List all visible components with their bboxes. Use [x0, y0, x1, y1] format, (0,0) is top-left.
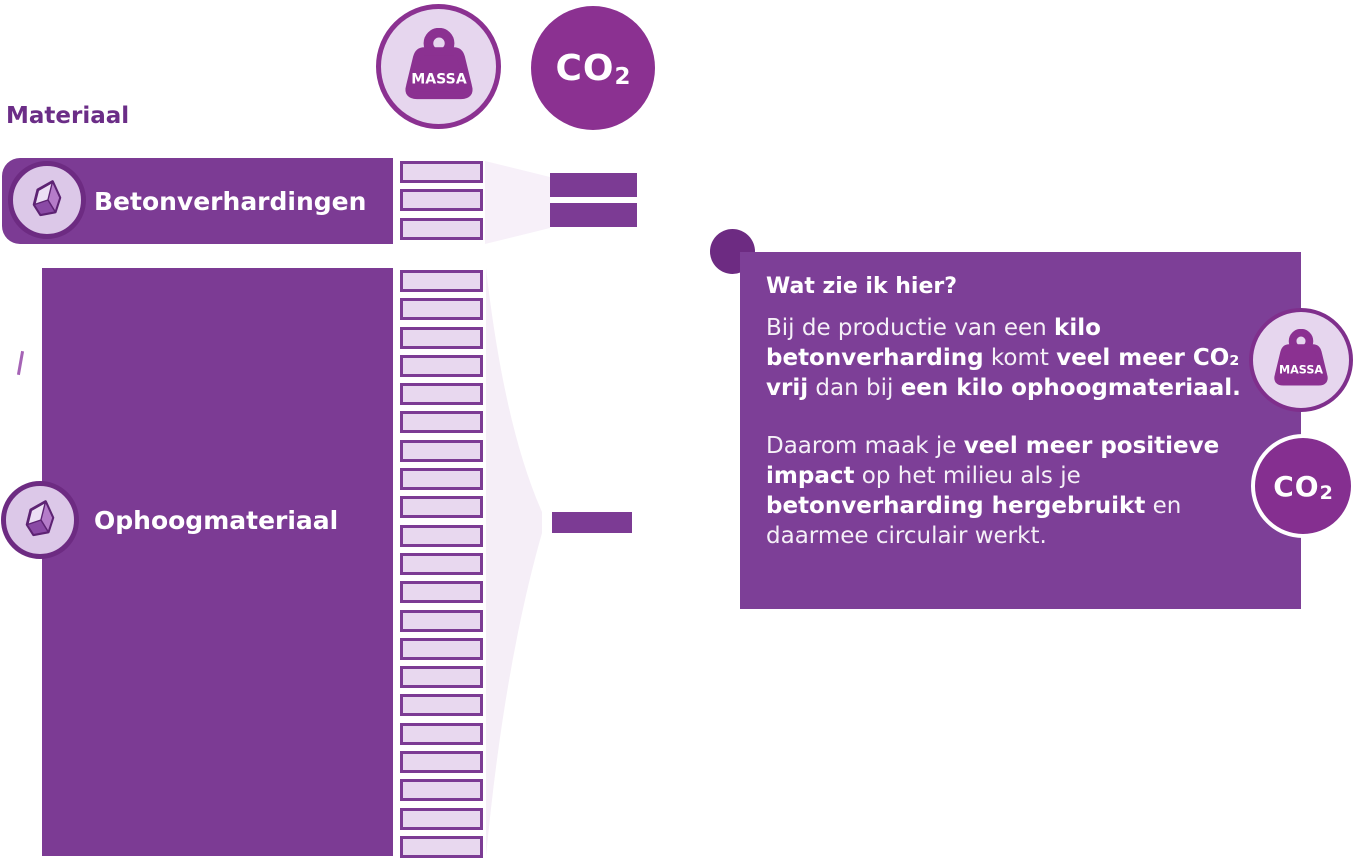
mass-unit-bar	[400, 807, 483, 830]
mass-unit-bar	[400, 751, 483, 774]
page-title: Materiaal	[6, 103, 130, 129]
mass-unit-bar	[400, 217, 483, 240]
mass-unit-bar	[400, 468, 483, 491]
funnel-betonverhardingen	[485, 161, 550, 244]
mass-units-betonverhardingen	[400, 161, 483, 240]
infobox-paragraph-2: Daarom maak je veel meer positieve impac…	[766, 433, 1220, 549]
co2-icon-subscript: 2	[1319, 482, 1333, 504]
ophoogmateriaal-label: Ophoogmateriaal	[94, 505, 339, 535]
rock-icon	[25, 500, 55, 537]
mass-unit-bar	[400, 383, 483, 406]
weight-icon: MASSA	[1274, 329, 1328, 386]
massa-icon-label: MASSA	[1279, 363, 1323, 376]
co2-unit-bar	[550, 203, 637, 227]
mass-unit-bar	[400, 722, 483, 745]
mass-unit-bar	[400, 326, 483, 349]
mass-unit-bar	[400, 609, 483, 632]
infobox-title: Wat zie ik hier?	[766, 274, 957, 299]
mass-unit-bar	[400, 439, 483, 462]
mass-unit-bar	[400, 637, 483, 660]
mass-unit-bar	[400, 270, 483, 292]
infobox: Wat zie ik hier? Bij de productie van ee…	[740, 252, 1301, 609]
mass-unit-bar	[400, 524, 483, 547]
betonverhardingen-label: Betonverhardingen	[94, 186, 367, 216]
mass-unit-bar	[400, 496, 483, 519]
co2-unit-bar	[552, 512, 632, 533]
co2-units-ophoogmateriaal	[552, 512, 632, 533]
weight-icon: MASSA	[404, 27, 473, 99]
mass-units-ophoogmateriaal	[400, 270, 483, 858]
mass-unit-bar	[400, 298, 483, 321]
mass-unit-bar	[400, 835, 483, 858]
co2-icon-subscript: 2	[614, 64, 631, 90]
mass-unit-bar	[400, 189, 483, 212]
mass-unit-bar	[400, 666, 483, 689]
funnel-ophoogmateriaal	[486, 268, 542, 857]
massa-icon-label: MASSA	[411, 71, 467, 87]
mass-unit-bar	[400, 161, 483, 183]
mass-unit-bar	[400, 694, 483, 717]
massa-icon-small: MASSA	[1249, 308, 1353, 412]
ophoogmateriaal-badge	[1, 481, 79, 559]
mass-unit-bar	[400, 354, 483, 377]
mass-unit-bar	[400, 581, 483, 604]
infobox-paragraph-1: Bij de productie van een kilo betonverha…	[766, 315, 1241, 401]
rock-icon	[32, 180, 62, 217]
co2-unit-bar	[550, 173, 637, 197]
stray-slash-mark	[16, 350, 25, 376]
betonverhardingen-badge	[8, 161, 86, 239]
co2-icon-label: CO	[1273, 469, 1320, 503]
mass-unit-bar	[400, 779, 483, 802]
massa-icon: MASSA	[376, 4, 501, 129]
co2-units-betonverhardingen	[550, 173, 637, 227]
mass-unit-bar	[400, 552, 483, 575]
mass-unit-bar	[400, 411, 483, 434]
co2-icon-label: CO	[555, 47, 615, 89]
ophoogmateriaal-block	[42, 268, 393, 856]
